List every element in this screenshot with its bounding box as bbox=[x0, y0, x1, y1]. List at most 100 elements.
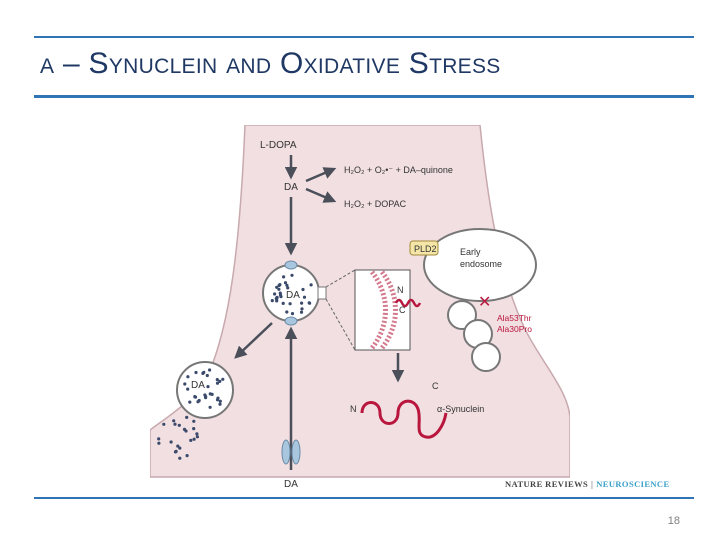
endosome-label-line1: Early bbox=[460, 247, 481, 257]
dopamine-dot bbox=[183, 382, 187, 386]
dopamine-dot bbox=[277, 287, 281, 291]
zoom-line-top bbox=[325, 269, 356, 288]
dopamine-dot bbox=[173, 422, 177, 426]
dopamine-dot bbox=[300, 307, 304, 311]
dopamine-dot bbox=[202, 370, 206, 374]
released-dopamine-dots bbox=[157, 415, 199, 460]
dopamine-dot bbox=[192, 437, 196, 441]
vesicle-dopamine-dots bbox=[270, 273, 313, 316]
dopamine-dot bbox=[172, 419, 176, 423]
dopamine-dot bbox=[194, 370, 198, 375]
dopamine-dot bbox=[290, 273, 294, 277]
dopamine-dot bbox=[218, 402, 222, 406]
title-rule-top bbox=[34, 36, 694, 38]
arrow-da-dopac bbox=[305, 187, 337, 203]
dopamine-dot bbox=[278, 283, 282, 287]
dopamine-dot bbox=[281, 301, 285, 305]
dopamine-dot bbox=[204, 396, 208, 400]
dopamine-dot bbox=[302, 295, 307, 299]
endosome-label-line2: endosome bbox=[460, 259, 502, 269]
l-dopa-label: L-DOPA bbox=[260, 140, 297, 151]
pld2-label: PLD2 bbox=[414, 244, 437, 254]
footer-rule bbox=[34, 497, 694, 499]
dopamine-dot bbox=[177, 423, 181, 427]
membrane-zoom-inset bbox=[354, 269, 411, 351]
synuclein-label: α-Synuclein bbox=[437, 404, 484, 414]
synuclein-diagram: L-DOPA DA H₂O₂ + O₂•⁻ + DA–quinone H₂O₂ … bbox=[150, 125, 570, 490]
dopamine-dot bbox=[285, 310, 289, 314]
dopamine-dot bbox=[157, 441, 161, 445]
mutation-cross: ✕ bbox=[478, 294, 491, 311]
figure-credit: NATURE REVIEWS|NEUROSCIENCE bbox=[505, 479, 670, 489]
dopamine-dot bbox=[288, 302, 292, 306]
dopamine-dot bbox=[270, 299, 274, 303]
dopamine-dot bbox=[215, 398, 220, 402]
da-transporter-right bbox=[291, 439, 301, 465]
dopamine-dot bbox=[192, 427, 196, 431]
mutation-ala30pro: Ala30Pro bbox=[497, 324, 532, 334]
vesicle-synuclein-box bbox=[317, 286, 327, 300]
arrow-da-quinone bbox=[305, 167, 337, 183]
dopamine-dot bbox=[286, 286, 290, 290]
dopamine-dot bbox=[196, 400, 200, 404]
dopamine-dot bbox=[206, 385, 210, 389]
vesicle-da-label: DA bbox=[286, 290, 300, 301]
dopamine-dot bbox=[185, 454, 189, 458]
dopamine-dot bbox=[283, 281, 288, 285]
dopamine-dot bbox=[290, 312, 295, 316]
dopamine-dot bbox=[162, 422, 166, 426]
dopamine-dot bbox=[195, 435, 199, 439]
vesicle-transporter-bottom bbox=[284, 316, 298, 326]
page-number: 18 bbox=[667, 515, 680, 527]
dopamine-dot bbox=[208, 392, 212, 396]
dopamine-dot bbox=[309, 283, 313, 287]
dopamine-dot bbox=[285, 283, 289, 287]
dopamine-dot bbox=[169, 440, 173, 444]
dopamine-dot bbox=[178, 456, 182, 460]
dopamine-dot bbox=[300, 301, 304, 305]
dopamine-dot bbox=[178, 446, 182, 450]
da-top-label: DA bbox=[284, 182, 298, 193]
chain-n-label: N bbox=[350, 404, 357, 414]
da-transporter-left bbox=[281, 439, 291, 465]
dopamine-dot bbox=[218, 399, 222, 403]
synuclein-chain bbox=[360, 399, 448, 439]
fusing-vesicle bbox=[176, 361, 234, 419]
dopamine-dot bbox=[275, 295, 279, 299]
vesicle-transporter-top bbox=[284, 260, 298, 270]
reaction-quinone: H₂O₂ + O₂•⁻ + DA–quinone bbox=[344, 165, 453, 175]
dopamine-dot bbox=[308, 301, 312, 305]
credit-separator: | bbox=[591, 479, 594, 489]
dopamine-dot bbox=[278, 293, 283, 297]
dopamine-dot bbox=[186, 375, 190, 379]
dopamine-dot bbox=[215, 381, 220, 385]
pld2-box bbox=[409, 240, 439, 256]
credit-publisher: NATURE REVIEWS bbox=[505, 479, 589, 489]
dopamine-dot bbox=[192, 419, 196, 423]
chain-c-label: C bbox=[432, 381, 439, 391]
dopamine-dot bbox=[301, 287, 305, 292]
dopamine-dot bbox=[189, 438, 193, 442]
dopamine-dot bbox=[208, 368, 212, 372]
da-bottom-label: DA bbox=[284, 479, 298, 490]
dopamine-dot bbox=[195, 432, 199, 436]
dopamine-dot bbox=[299, 310, 304, 314]
synuclein-helix bbox=[394, 298, 422, 308]
helix-c-label: C bbox=[399, 305, 406, 315]
helix-n-label: N bbox=[397, 285, 404, 295]
fusing-vesicle-dots bbox=[183, 368, 225, 409]
mutation-ala53thr: Ala53Thr bbox=[497, 313, 532, 323]
early-endosome bbox=[423, 228, 537, 302]
dopamine-dot bbox=[282, 275, 286, 279]
released-da-label: DA bbox=[191, 380, 205, 391]
slide-title: α – Synuclein and Oxidative Stress bbox=[40, 47, 501, 80]
dopamine-dot bbox=[184, 429, 188, 433]
reaction-dopac: H₂O₂ + DOPAC bbox=[344, 199, 407, 209]
title-rule-bottom bbox=[34, 95, 694, 98]
dopamine-dot bbox=[218, 379, 222, 383]
dopamine-dot bbox=[185, 415, 189, 419]
dopamine-dot bbox=[221, 377, 225, 381]
membrane-bilayer bbox=[369, 270, 398, 350]
dopamine-dot bbox=[215, 378, 219, 382]
dopamine-dot bbox=[208, 405, 212, 409]
